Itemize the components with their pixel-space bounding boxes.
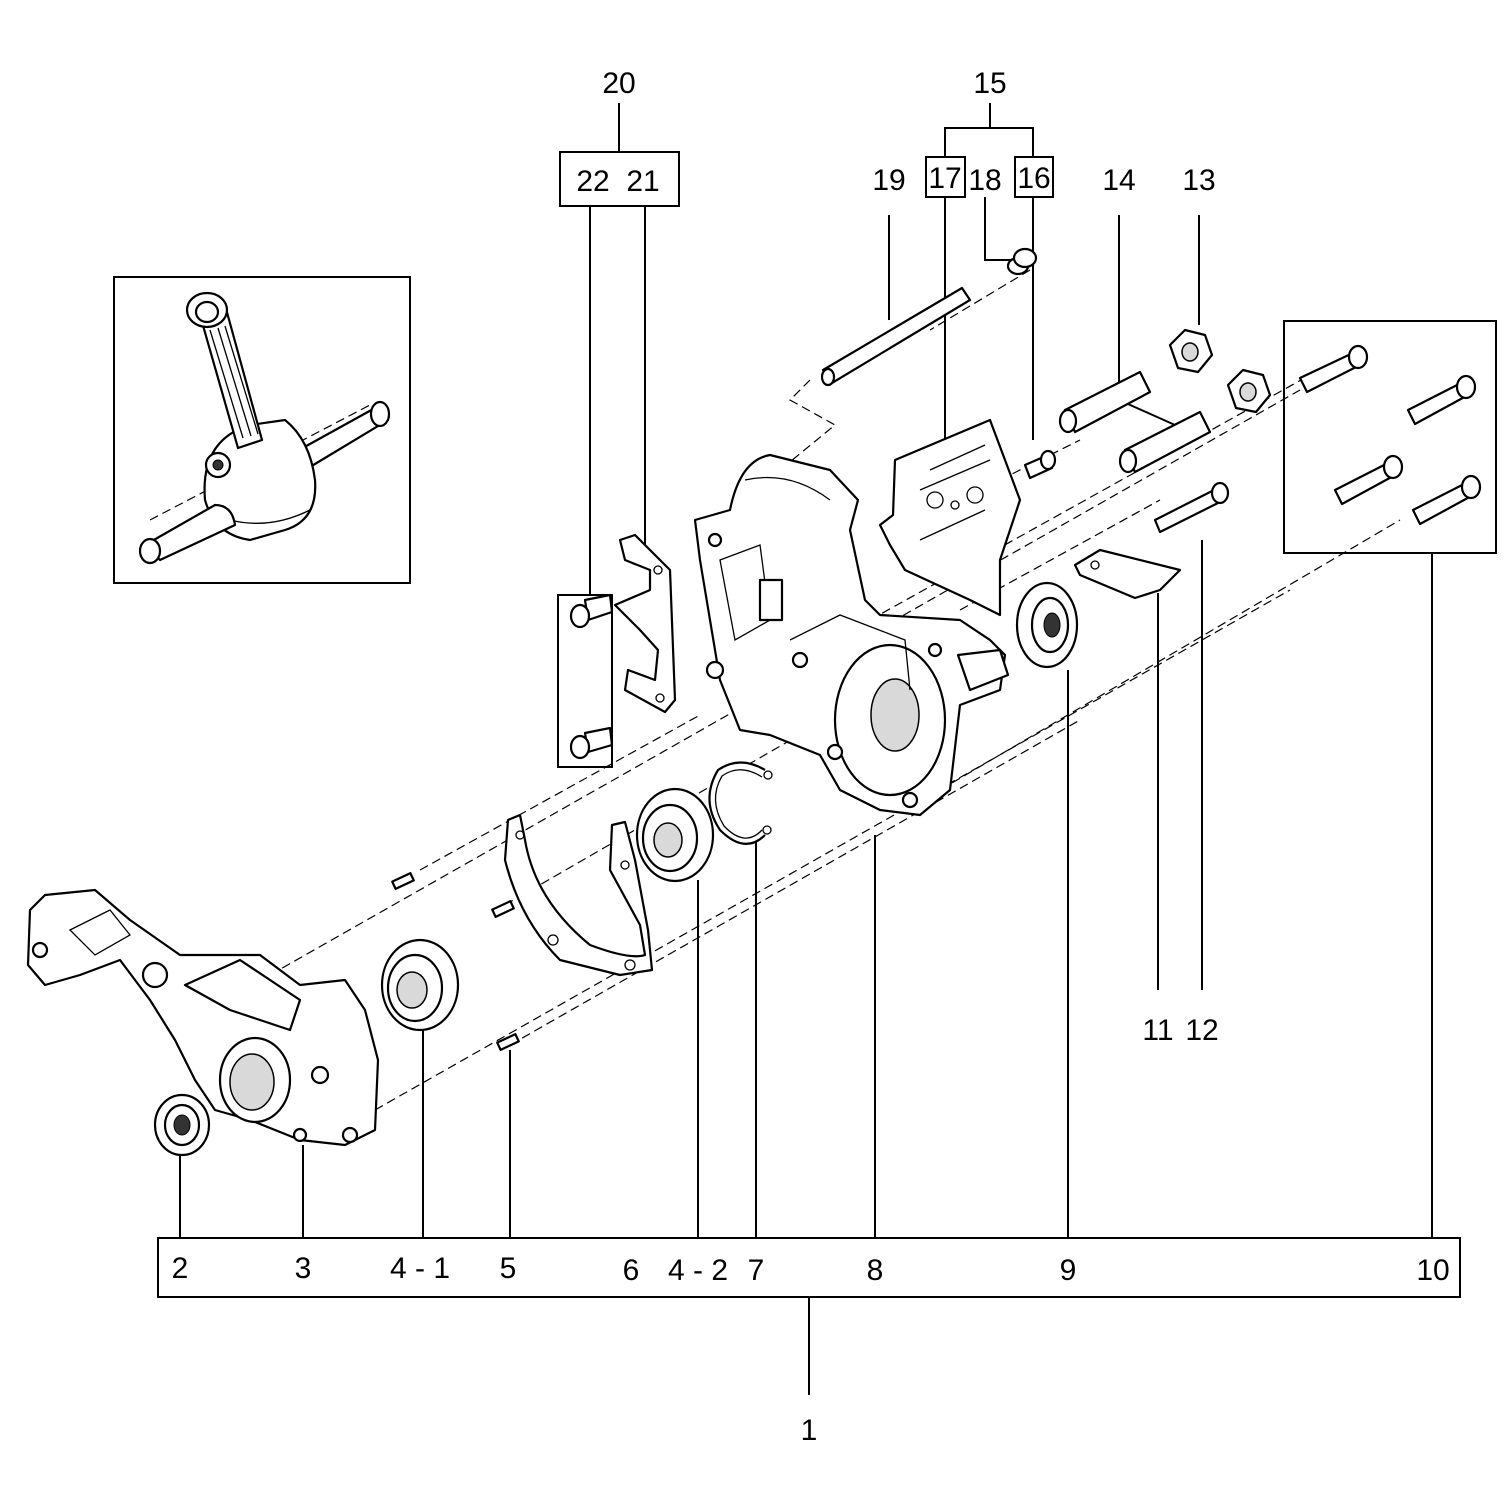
label-4-2: 4 - 2 — [668, 1254, 728, 1287]
part-8-crankcase-main — [693, 453, 1010, 817]
kit-box-22 — [557, 594, 613, 768]
label-21: 21 — [626, 165, 659, 198]
part-6-gasket — [503, 813, 654, 977]
part-21-plate — [613, 533, 677, 714]
label-5: 5 — [500, 1252, 517, 1285]
crankshaft-inset — [113, 276, 411, 584]
part-4-2-bearing — [635, 787, 715, 883]
label-22: 22 — [576, 165, 609, 198]
part-9-oil-seal — [1015, 581, 1079, 669]
kit-box-10 — [1283, 320, 1497, 554]
part-14-studs — [1058, 370, 1212, 474]
label-13: 13 — [1182, 164, 1215, 197]
label-8: 8 — [867, 1254, 884, 1287]
label-14: 14 — [1102, 164, 1135, 197]
box-17 — [925, 156, 966, 198]
label-16: 16 — [1017, 162, 1050, 195]
part-11-bracket — [1073, 548, 1182, 600]
part-5-dowel-pins — [391, 872, 520, 1051]
crankshaft — [138, 291, 391, 565]
kit-box-20 — [559, 151, 680, 207]
part-17-guide-plate — [878, 418, 1022, 617]
label-9: 9 — [1060, 1254, 1077, 1287]
label-12: 12 — [1185, 1014, 1218, 1047]
part-number-labels: 1 2 3 4 - 1 5 6 4 - 2 7 8 9 10 11 12 13 … — [172, 67, 1450, 1447]
label-17: 17 — [928, 162, 961, 195]
label-15: 15 — [973, 67, 1006, 100]
label-19: 19 — [872, 164, 905, 197]
part-3-crankcase-left — [26, 888, 380, 1147]
part-16-screw — [1023, 449, 1057, 480]
label-3: 3 — [295, 1252, 312, 1285]
label-6: 6 — [623, 1254, 640, 1287]
part-7-circlip — [708, 761, 773, 845]
part-2-oil-seal — [153, 1093, 211, 1157]
label-7: 7 — [748, 1254, 765, 1287]
leader-lines — [179, 103, 1433, 1238]
part-10-bolts — [1298, 344, 1482, 526]
label-2: 2 — [172, 1252, 189, 1285]
part-18-nut — [1006, 247, 1038, 276]
label-4-1: 4 - 1 — [390, 1252, 450, 1285]
label-18: 18 — [968, 164, 1001, 197]
part-12-screw — [1153, 481, 1230, 534]
part-22-screws — [569, 593, 614, 760]
box-16 — [1014, 156, 1054, 198]
label-1: 1 — [801, 1414, 818, 1447]
label-11: 11 — [1142, 1014, 1173, 1047]
label-20: 20 — [602, 67, 635, 100]
part-13-nuts — [1168, 328, 1272, 414]
assembly-box — [157, 1237, 1461, 1298]
part-19-stud — [820, 286, 972, 387]
label-10: 10 — [1416, 1254, 1449, 1287]
part-4-1-bearing — [380, 938, 460, 1032]
